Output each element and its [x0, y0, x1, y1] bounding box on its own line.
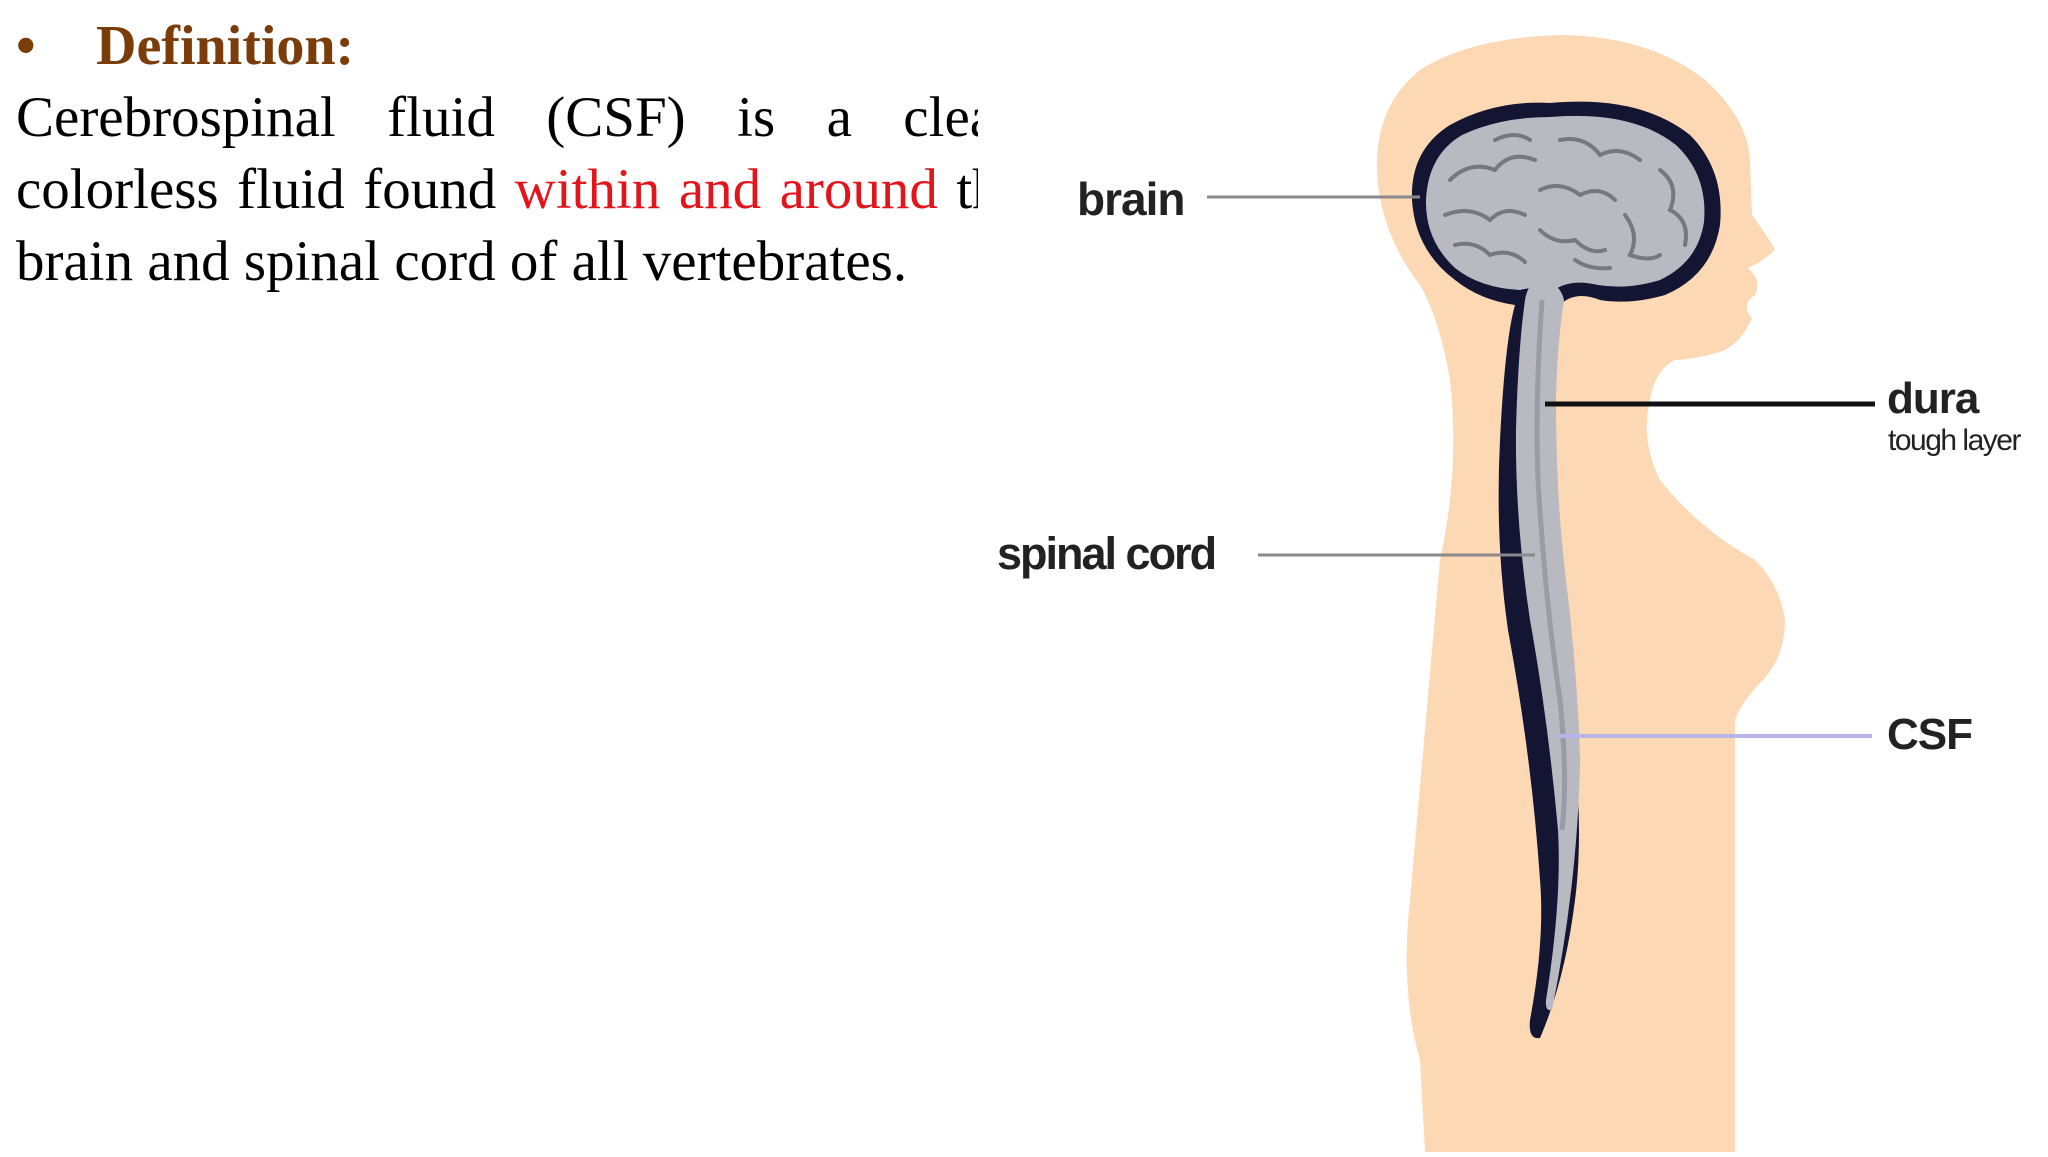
label-spinal-cord: spinal cord: [997, 528, 1217, 579]
definition-paragraph: Cerebrospinal fluid (CSF) is a clear, co…: [16, 82, 978, 298]
body-illustration: [1207, 35, 1875, 1152]
brain-folds: [1443, 133, 1688, 271]
body-silhouette: [1376, 35, 1785, 1152]
brain: [1425, 115, 1705, 292]
label-brain: brain: [1077, 173, 1185, 225]
definition-heading: • Definition:: [16, 10, 978, 82]
heading-text: Definition:: [96, 15, 355, 77]
bullet-icon: •: [16, 15, 36, 77]
paragraph-highlight: within and around: [514, 158, 938, 221]
nervous-system-diagram: brain dura tough layer spinal cord CSF: [990, 0, 2048, 1152]
definition-text-panel: • Definition: Cerebrospinal fluid (CSF) i…: [16, 10, 978, 410]
central-canal: [1534, 299, 1568, 831]
label-dura: dura: [1887, 374, 1979, 423]
label-dura-description: tough layer: [1888, 424, 2021, 457]
paragraph-part1: Cerebrospinal fluid (CSF) is a clear, co…: [16, 86, 978, 221]
label-csf: CSF: [1887, 710, 1973, 759]
paragraph-part2: the brain and spinal cord of all vertebr…: [16, 158, 978, 293]
